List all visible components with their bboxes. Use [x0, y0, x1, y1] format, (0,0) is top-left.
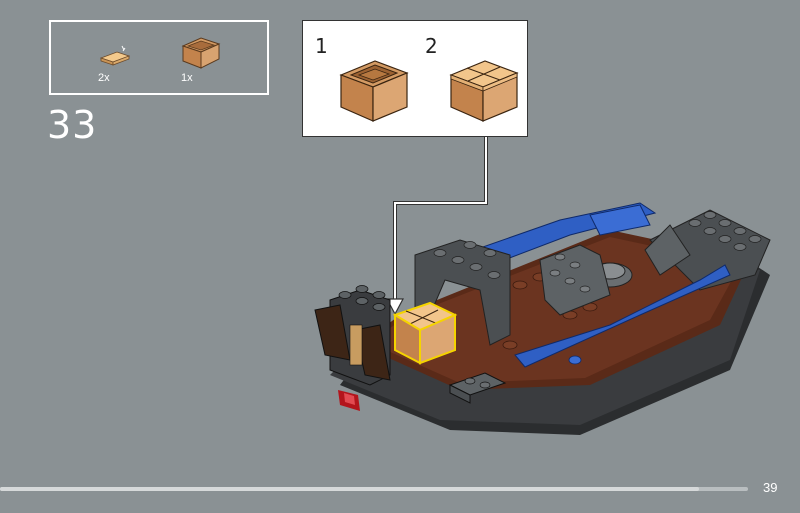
boat-model-illustration: [310, 195, 780, 460]
placement-arrow-icon: [386, 298, 404, 316]
part-quantity: 2x: [98, 72, 110, 84]
sub-step-number: 1: [315, 34, 328, 58]
tan-tile-1x2-icon: [97, 42, 133, 75]
parts-list-box: 2x 1x: [49, 20, 269, 95]
brown-box-crate-icon: [177, 32, 225, 77]
part-quantity: 1x: [181, 72, 193, 84]
progress-bar-fill: [0, 487, 700, 491]
sub-step-number: 2: [425, 34, 438, 58]
brown-box-crate-icon: [337, 55, 411, 130]
step-number: 33: [47, 103, 98, 147]
progress-bar: [0, 487, 748, 491]
page-number: 39: [763, 480, 778, 495]
box-with-tan-tiles-icon: [447, 55, 521, 130]
sub-assembly-callout: 1 2: [302, 20, 528, 137]
